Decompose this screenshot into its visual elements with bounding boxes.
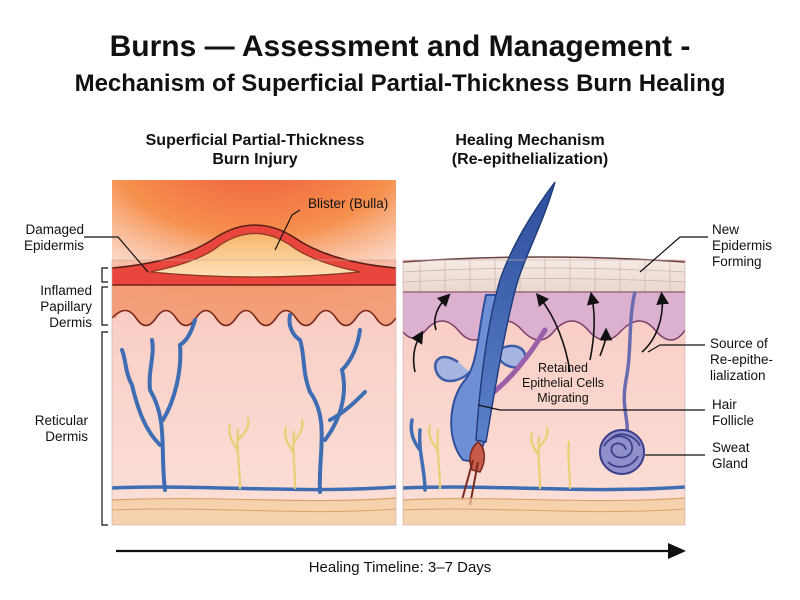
right-panel-title-line1: Healing Mechanism: [455, 132, 605, 149]
sweat-gland: [599, 429, 645, 475]
label-sweat-line2: Gland: [712, 456, 749, 471]
label-new-line1: New: [712, 222, 740, 237]
label-hair-follicle: Hair Follicle: [712, 397, 754, 429]
nerve-fibers-left: [228, 416, 304, 490]
label-source-line2: Re-epithe-: [710, 352, 774, 367]
migration-arrows: [411, 291, 670, 373]
label-new-line2: Epidermis: [712, 238, 773, 253]
label-sweat-gland: Sweat Gland: [712, 440, 750, 472]
label-damaged-line2: Epidermis: [23, 238, 84, 253]
blood-vessels-left: [112, 313, 396, 494]
new-epidermis-layer: [403, 257, 685, 292]
dermal-papillae-line: [112, 309, 396, 327]
label-hair-line2: Follicle: [712, 413, 755, 428]
label-retained-line2: Epithelial Cells: [522, 376, 604, 390]
label-hair-line1: Hair: [712, 397, 737, 412]
label-inflamed-line1: Inflamed: [40, 283, 92, 298]
timeline-label: Healing Timeline: 3–7 Days: [308, 559, 492, 576]
left-panel-title: Superficial Partial-Thickness Burn Injur…: [120, 131, 390, 169]
healing-panel: [403, 181, 685, 525]
label-reticular-line2: Dermis: [45, 429, 88, 444]
label-source-line1: Source of: [710, 336, 768, 351]
left-panel-title-line2: Burn Injury: [212, 151, 298, 168]
label-inflamed-line3: Dermis: [49, 315, 92, 330]
label-damaged-line1: Damaged: [25, 222, 84, 237]
label-reticular-line1: Reticular: [34, 413, 88, 428]
inflamed-papillary-dermis: [112, 285, 396, 326]
blister-bulla: [149, 233, 361, 278]
label-source-line3: lialization: [710, 368, 766, 383]
label-sweat-line1: Sweat: [712, 440, 750, 455]
label-new-epidermis: New Epidermis Forming: [712, 222, 772, 270]
label-damaged-epidermis: Damaged Epidermis: [0, 222, 84, 254]
label-reticular-dermis: Reticular Dermis: [0, 413, 88, 445]
label-source-reepithelialization: Source of Re-epithe- lialization: [710, 336, 773, 384]
page-title: Burns — Assessment and Management -: [109, 30, 691, 63]
sebaceous-gland: [433, 355, 471, 383]
leader-lines: [84, 209, 708, 526]
label-retained-epithelial-cells: Retained Epithelial Cells Migrating: [498, 361, 628, 406]
label-new-line3: Forming: [712, 254, 762, 269]
right-panel-title-line2: (Re-epithelialization): [451, 151, 609, 168]
healing-timeline-arrow: [116, 543, 686, 559]
page-subtitle: Mechanism of Superficial Partial-Thickne…: [74, 70, 726, 97]
right-panel-title: Healing Mechanism (Re-epithelialization): [410, 131, 650, 169]
label-blister: Blister (Bulla): [308, 196, 389, 211]
nerve-fibers-right: [428, 424, 572, 490]
left-panel-title-line1: Superficial Partial-Thickness: [145, 132, 365, 149]
label-inflamed-line2: Papillary: [40, 299, 92, 314]
hair-shaft: [475, 181, 556, 443]
label-retained-line3: Migrating: [537, 391, 589, 405]
papillary-dermis-right: [403, 292, 685, 340]
label-retained-line1: Retained: [537, 361, 589, 375]
label-inflamed-papillary-dermis: Inflamed Papillary Dermis: [0, 283, 92, 331]
dermal-papilla: [469, 441, 485, 473]
sweat-duct: [622, 291, 637, 441]
burn-injury-panel: [112, 180, 396, 525]
